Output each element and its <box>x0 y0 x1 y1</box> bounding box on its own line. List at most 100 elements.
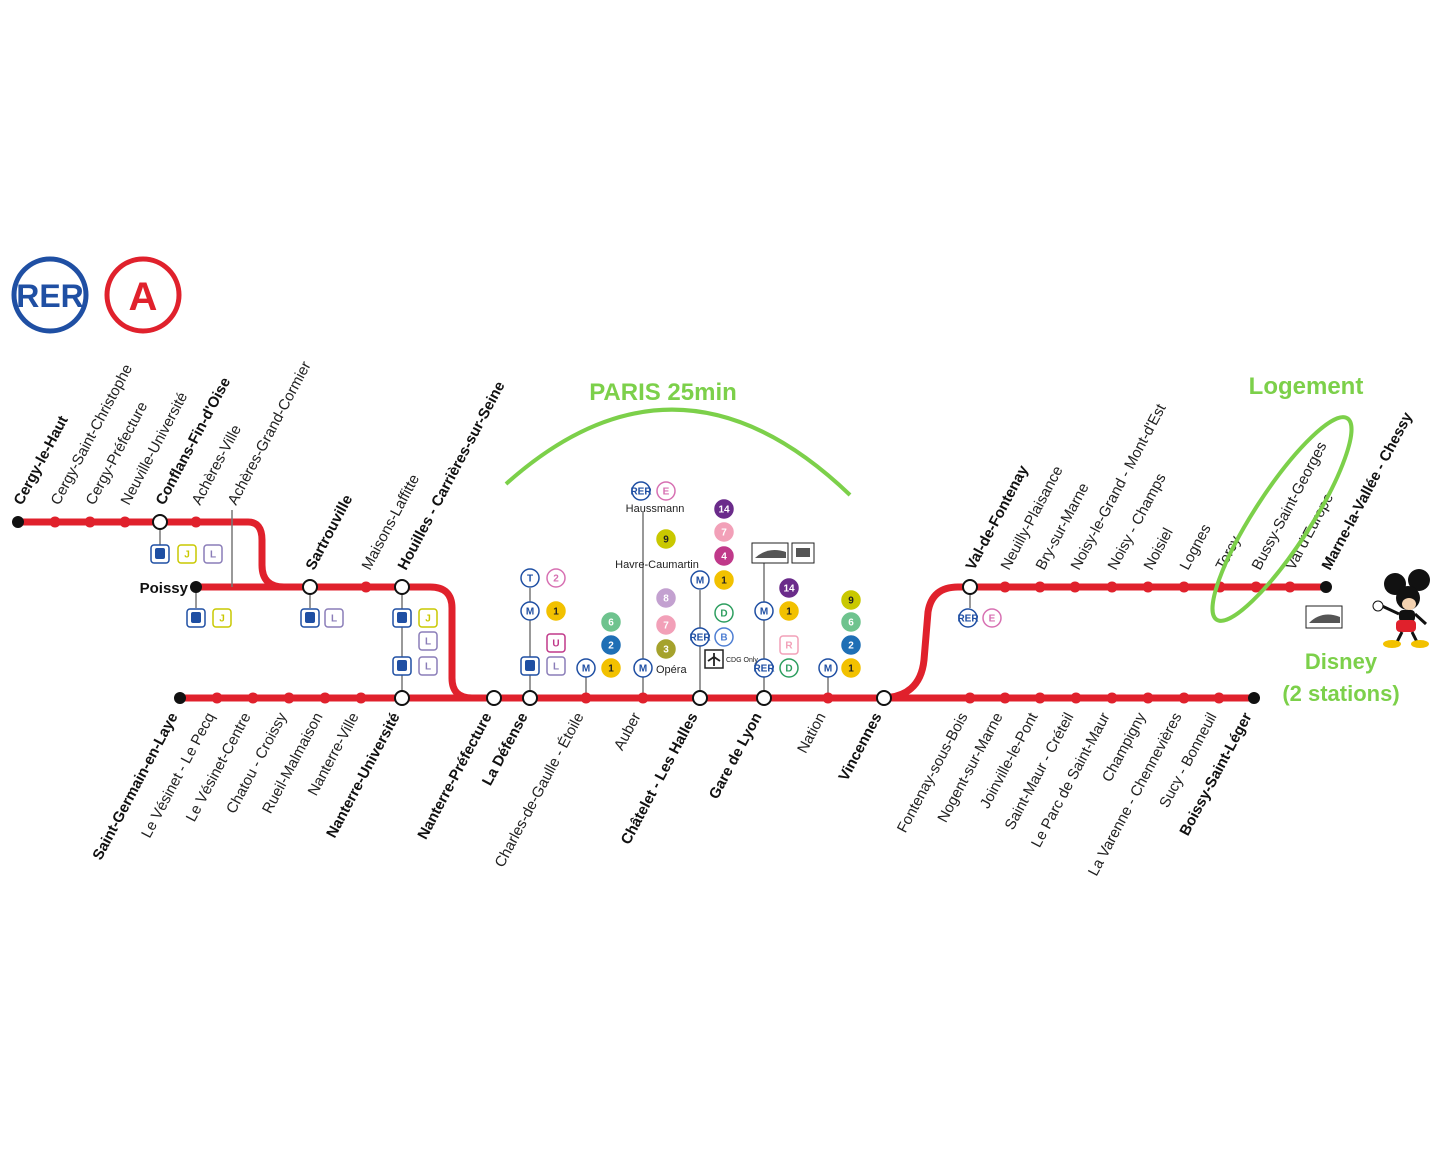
station-marker-val-d-europe[interactable] <box>1284 581 1296 593</box>
badge-l: L <box>418 656 438 676</box>
station-marker-auber[interactable] <box>637 692 649 704</box>
station-marker-vincennes[interactable] <box>876 690 892 706</box>
svg-text:6: 6 <box>608 618 614 629</box>
paris-annotation: PARIS 25min <box>589 379 737 406</box>
station-marker-marne-la-vallee-chessy[interactable] <box>1320 581 1332 593</box>
station-marker-bry-sur-marne[interactable] <box>1034 581 1046 593</box>
svg-text:L: L <box>553 662 559 673</box>
badge-l: L <box>418 631 438 651</box>
badge-b: B <box>714 627 734 647</box>
line-a-logo: A <box>104 256 182 334</box>
station-marker-champigny[interactable] <box>1142 692 1154 704</box>
station-marker-lognes[interactable] <box>1178 581 1190 593</box>
badge-d: D <box>714 603 734 623</box>
svg-text:2: 2 <box>553 574 559 585</box>
badge-2: 2 <box>601 635 621 655</box>
svg-text:RER: RER <box>689 633 711 644</box>
logement-annotation: Logement <box>1249 373 1364 400</box>
station-marker-charles-de-gaulle-etoile[interactable] <box>580 692 592 704</box>
station-marker-nanterre-ville[interactable] <box>355 692 367 704</box>
station-label-auber: Auber <box>611 710 645 753</box>
svg-text:9: 9 <box>663 535 669 546</box>
svg-text:1: 1 <box>553 607 559 618</box>
badge-rer: RER <box>753 658 775 678</box>
station-marker-fontenay-sous-bois[interactable] <box>964 692 976 704</box>
station-marker-la-varenne-chennevieres[interactable] <box>1178 692 1190 704</box>
station-marker-nogent-sur-marne[interactable] <box>999 692 1011 704</box>
svg-text:1: 1 <box>721 576 727 587</box>
badge-1: 1 <box>779 601 799 621</box>
svg-text:1: 1 <box>786 607 792 618</box>
badge-14: 14 <box>779 578 799 598</box>
svg-text:6: 6 <box>848 618 854 629</box>
svg-text:1: 1 <box>608 664 614 675</box>
badge-1: 1 <box>601 658 621 678</box>
rer-logo: RER <box>11 256 89 334</box>
station-marker-neuville-universite[interactable] <box>119 516 131 528</box>
station-marker-rueil-malmaison[interactable] <box>319 692 331 704</box>
station-marker-le-vesinet-le-pecq[interactable] <box>211 692 223 704</box>
svg-text:D: D <box>785 664 792 675</box>
tgv-chessy-icon <box>1305 605 1343 629</box>
station-marker-cergy-saint-christophe[interactable] <box>49 516 61 528</box>
badge-9: 9 <box>656 529 676 549</box>
station-marker-sartrouville[interactable] <box>302 579 318 595</box>
badge-rer: RER <box>957 608 979 628</box>
svg-text:7: 7 <box>721 528 727 539</box>
badge-u: U <box>546 633 566 653</box>
badge-metro: M <box>576 658 596 678</box>
station-marker-la-defense[interactable] <box>522 690 538 706</box>
station-marker-chatelet-les-halles[interactable] <box>692 690 708 706</box>
badge-14: 14 <box>714 499 734 519</box>
station-marker-boissy-saint-leger[interactable] <box>1248 692 1260 704</box>
svg-text:U: U <box>552 639 559 650</box>
station-marker-le-vesinet-centre[interactable] <box>247 692 259 704</box>
station-marker-saint-germain-en-laye[interactable] <box>174 692 186 704</box>
badge-9: 9 <box>841 590 861 610</box>
badge-metro: M <box>754 601 774 621</box>
badge-r: R <box>779 635 799 655</box>
station-marker-maisons-laffitte[interactable] <box>360 581 372 593</box>
badge-1: 1 <box>546 601 566 621</box>
station-marker-noisy-le-grand-mont-d-est[interactable] <box>1069 581 1081 593</box>
station-marker-noisiel[interactable] <box>1142 581 1154 593</box>
station-marker-bussy-saint-georges[interactable] <box>1250 581 1262 593</box>
station-marker-conflans-fin-d-oise[interactable] <box>152 514 168 530</box>
station-marker-noisy-champs[interactable] <box>1106 581 1118 593</box>
svg-text:E: E <box>663 487 670 498</box>
station-marker-chatou-croissy[interactable] <box>283 692 295 704</box>
station-marker-poissy[interactable] <box>190 581 202 593</box>
badge-metro: M <box>690 570 710 590</box>
station-marker-nation[interactable] <box>822 692 834 704</box>
station-marker-acheres-ville[interactable] <box>190 516 202 528</box>
station-marker-nanterre-universite[interactable] <box>394 690 410 706</box>
svg-text:3: 3 <box>663 645 669 656</box>
station-marker-nanterre-prefecture[interactable] <box>486 690 502 706</box>
rer-logo-text: RER <box>16 278 84 314</box>
station-marker-joinville-le-pont[interactable] <box>1034 692 1046 704</box>
station-label-gare-de-lyon: Gare de Lyon <box>706 710 766 802</box>
svg-text:J: J <box>184 550 190 561</box>
station-marker-le-parc-de-saint-maur[interactable] <box>1106 692 1118 704</box>
train-icon <box>186 608 206 628</box>
svg-text:RER: RER <box>753 664 775 675</box>
station-marker-neuilly-plaisance[interactable] <box>999 581 1011 593</box>
mickey-mouse-illustration <box>1372 569 1430 648</box>
station-marker-cergy-le-haut[interactable] <box>12 516 24 528</box>
station-marker-saint-maur-creteil[interactable] <box>1070 692 1082 704</box>
svg-text:14: 14 <box>783 584 795 595</box>
station-marker-houilles-carrieres-sur-seine[interactable] <box>394 579 410 595</box>
badge-6: 6 <box>841 612 861 632</box>
station-marker-sucy-bonneuil[interactable] <box>1213 692 1225 704</box>
intercity-train-icon <box>791 542 815 564</box>
station-marker-gare-de-lyon[interactable] <box>756 690 772 706</box>
station-marker-cergy-prefecture[interactable] <box>84 516 96 528</box>
badge-l: L <box>324 608 344 628</box>
svg-text:2: 2 <box>608 641 614 652</box>
train-icon <box>392 608 412 628</box>
svg-text:9: 9 <box>848 596 854 607</box>
badge-j: J <box>418 608 438 628</box>
station-marker-val-de-fontenay[interactable] <box>962 579 978 595</box>
